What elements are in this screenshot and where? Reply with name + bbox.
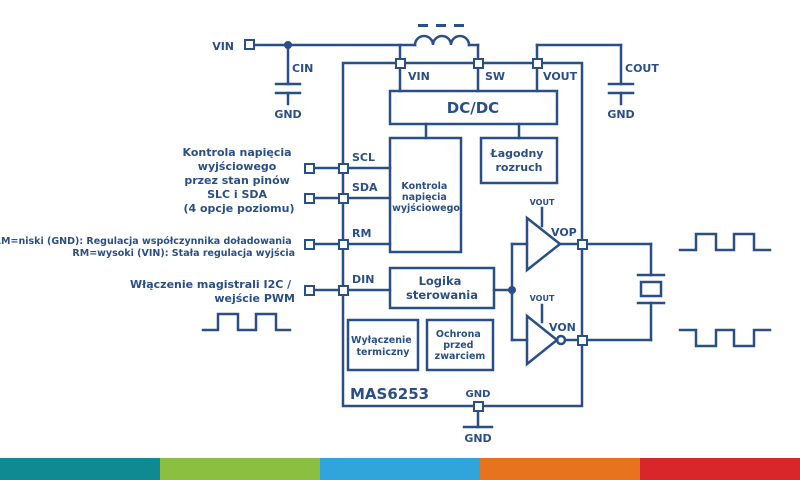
cin-label: CIN [292, 62, 313, 75]
pin-vin [395, 58, 406, 69]
pin-von [577, 335, 588, 346]
pin-sda-label: SDA [352, 181, 378, 194]
rm-annotation: RM=niski (GND): Regulacja współczynnika … [0, 236, 295, 259]
amplifier-bottom [525, 313, 560, 367]
pin-gnd [473, 401, 484, 412]
stripe-teal [0, 458, 160, 480]
pin-rm [338, 239, 349, 250]
color-stripe [0, 458, 800, 480]
vop-waveform [678, 232, 772, 252]
stripe-orange [480, 458, 640, 480]
pin-sw-label: SW [485, 70, 505, 83]
pin-scl-label: SCL [352, 151, 375, 164]
voltage-control-label: Kontrola napięcia wyjściowego [392, 181, 460, 214]
short-protection-label: Ochrona przed zwarciem [435, 329, 486, 362]
din-annotation: Włączenie magistrali I2C / wejście PWM [130, 278, 295, 305]
gnd-cin-label: GND [274, 108, 301, 121]
von-waveform [678, 328, 772, 348]
pin-din [338, 285, 349, 296]
din-ext-terminal [304, 285, 315, 296]
sda-ext-terminal [304, 193, 315, 204]
short-protection-block [425, 318, 495, 372]
amplifier-top [525, 215, 563, 273]
pin-sda [338, 193, 349, 204]
pin-vout-label: VOUT [543, 70, 578, 83]
vin-ext-label: VIN [212, 40, 234, 53]
pin-von-label: VON [549, 321, 576, 334]
pin-gnd-label: GND [466, 389, 491, 400]
control-logic-block [388, 266, 496, 310]
chip-outline [341, 61, 584, 408]
vin-ext-terminal [244, 39, 255, 50]
piezo-load [639, 280, 663, 298]
amp-top-vout-label: VOUT [530, 198, 555, 207]
soft-start-label: Łagodny rozruch [490, 147, 548, 174]
thermal-shutdown-block [346, 318, 420, 372]
chip-name: MAS6253 [350, 385, 429, 403]
pin-vout [532, 58, 543, 69]
thermal-label: Wyłączenie termiczny [351, 335, 415, 358]
gnd-cout-label: GND [607, 108, 634, 121]
rm-ext-terminal [304, 239, 315, 250]
pin-vop [577, 239, 588, 250]
cout-label: COUT [625, 62, 659, 75]
stripe-red [640, 458, 800, 480]
stripe-green [160, 458, 320, 480]
amp-bottom-vout-label: VOUT [530, 294, 555, 303]
pin-vop-label: VOP [551, 226, 577, 239]
scl-sda-annotation: Kontrola napięcia wyjściowego przez stan… [183, 146, 296, 215]
scl-ext-terminal [304, 163, 315, 174]
pin-vin-label: VIN [408, 70, 430, 83]
control-logic-label: Logika sterowania [406, 274, 478, 302]
pin-scl [338, 163, 349, 174]
pwm-input-waveform [201, 312, 292, 332]
gnd-ext-label: GND [464, 432, 491, 445]
pin-sw [473, 58, 484, 69]
stripe-blue [320, 458, 480, 480]
dcdc-label: DC/DC [447, 99, 499, 117]
pin-din-label: DIN [352, 273, 374, 286]
dcdc-block [388, 89, 559, 126]
pin-rm-label: RM [352, 227, 371, 240]
